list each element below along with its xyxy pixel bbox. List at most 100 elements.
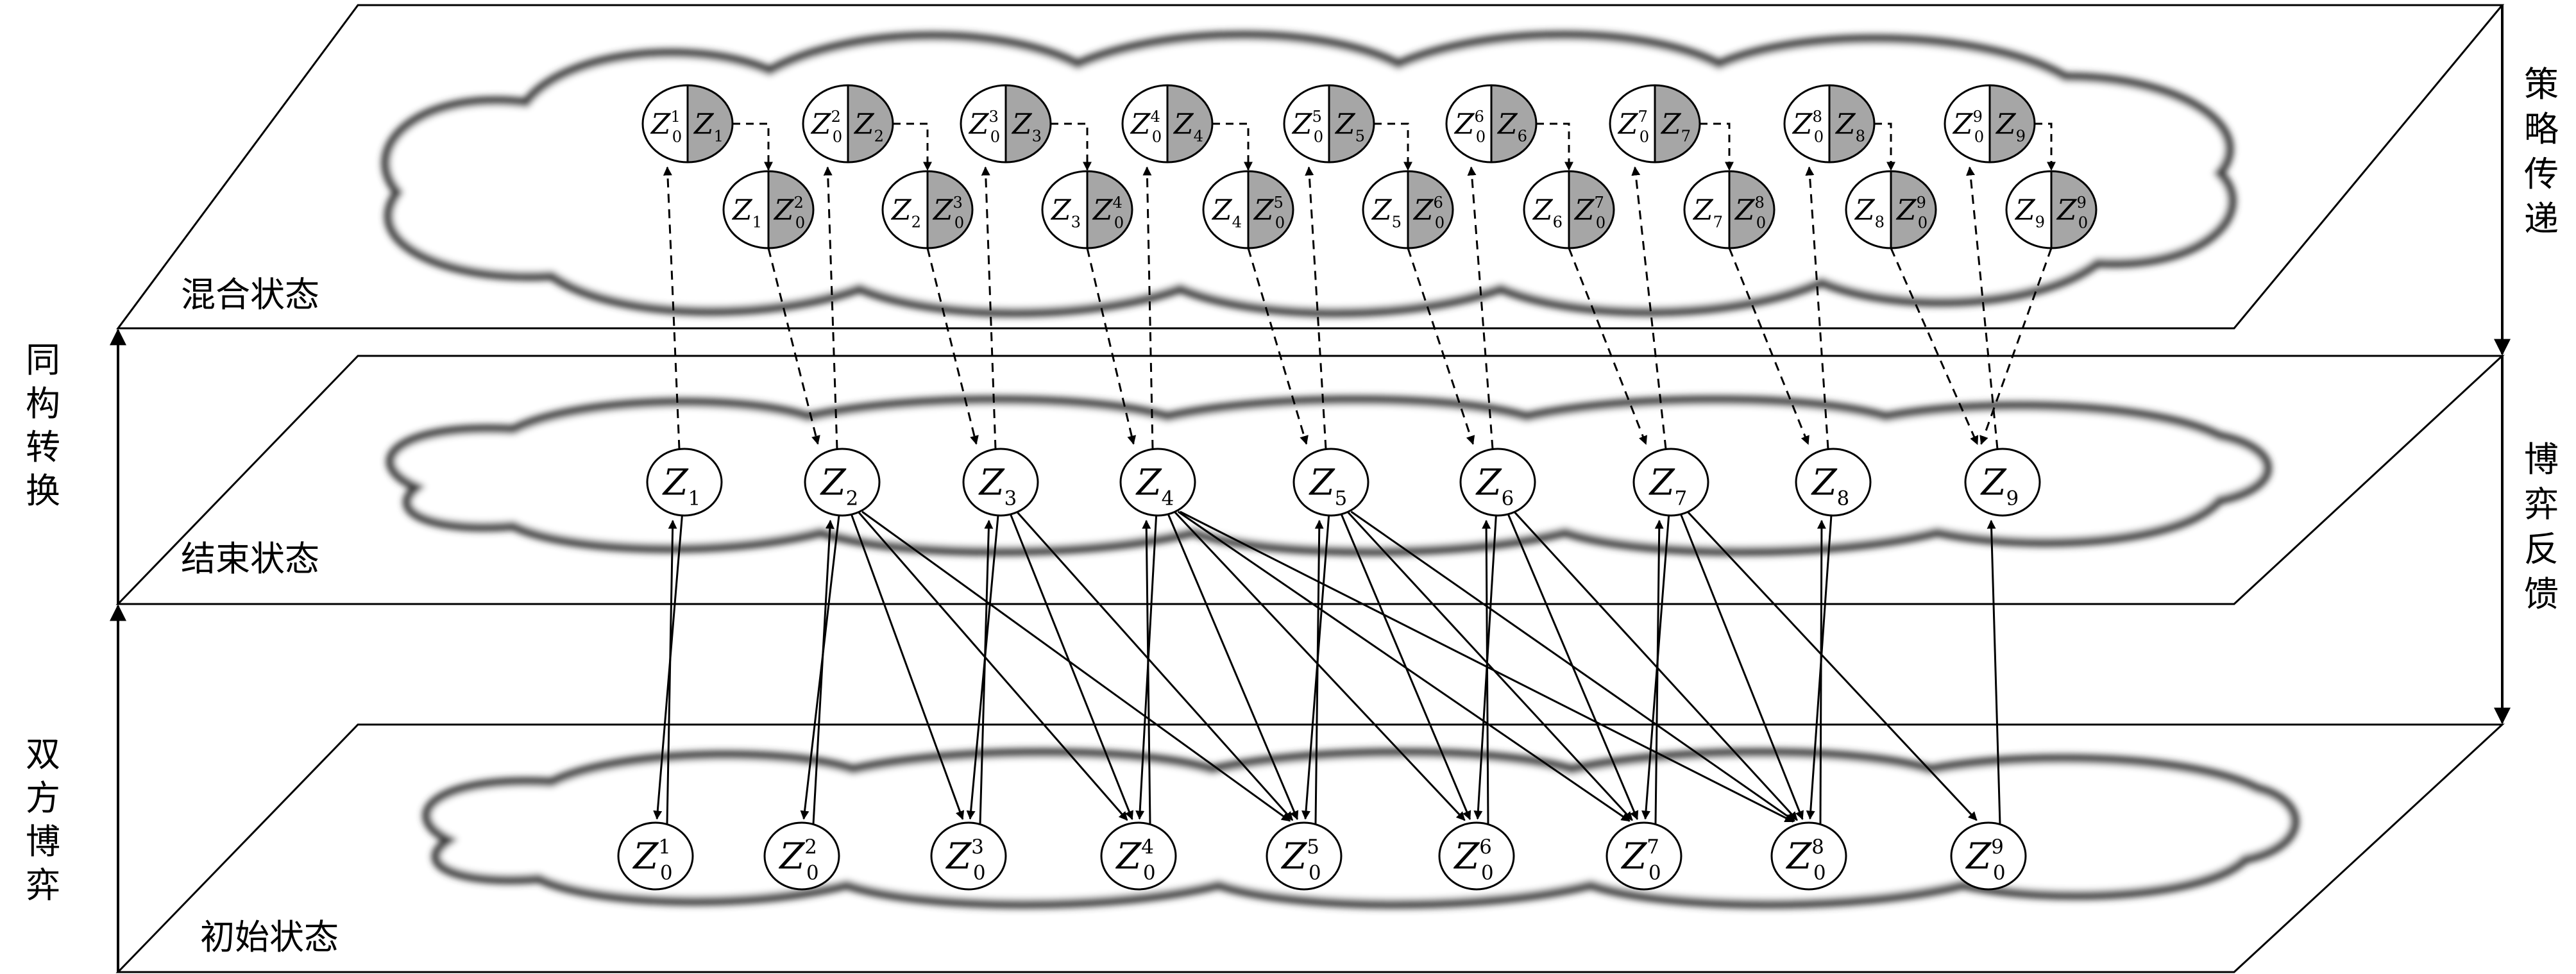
- game-edge: [861, 510, 1291, 822]
- svg-text:Z1: Z1: [693, 108, 724, 145]
- feedback-edge: [1817, 519, 1826, 825]
- transfer-edge-up: [823, 166, 838, 449]
- plane-bottom: [115, 723, 2505, 973]
- svg-text:Z60: Z60: [1412, 194, 1445, 232]
- svg-text:方: 方: [26, 778, 60, 818]
- svg-text:Z80: Z80: [1734, 194, 1766, 232]
- svg-text:Z5: Z5: [1309, 462, 1348, 510]
- svg-text:Z8: Z8: [1835, 108, 1865, 145]
- end-node: Z5: [1292, 448, 1369, 517]
- transfer-edge-up: [981, 166, 997, 449]
- feedback-edge: [666, 519, 677, 825]
- svg-text:Z20: Z20: [810, 108, 842, 146]
- end-node: Z2: [804, 448, 881, 517]
- svg-text:Z30: Z30: [932, 194, 964, 232]
- svg-text:博: 博: [26, 821, 60, 862]
- svg-text:Z4: Z4: [1211, 194, 1242, 231]
- svg-text:略: 略: [2524, 109, 2559, 149]
- svg-text:Z7: Z7: [1648, 462, 1688, 510]
- svg-text:Z9: Z9: [1995, 108, 2026, 145]
- end-node: Z1: [646, 448, 723, 517]
- end-node: Z3: [962, 448, 1039, 517]
- svg-text:Z40: Z40: [1092, 194, 1124, 232]
- transfer-edge-up: [1467, 166, 1494, 449]
- game-edge: [1346, 510, 1633, 821]
- svg-text:Z5: Z5: [1371, 194, 1402, 231]
- planes: [115, 4, 2505, 973]
- end-node: Z6: [1459, 448, 1536, 517]
- transfer-edge-down: [926, 248, 979, 445]
- game-edge: [849, 511, 965, 820]
- transfer-edge-up: [1805, 166, 1829, 449]
- svg-text:递: 递: [2524, 199, 2559, 239]
- pair-connector: [1700, 122, 1734, 171]
- svg-text:Z10: Z10: [632, 835, 672, 884]
- svg-text:传: 传: [2524, 154, 2559, 194]
- transfer-edges: [663, 122, 2056, 449]
- svg-text:Z2: Z2: [890, 194, 921, 231]
- svg-text:Z7: Z7: [1692, 194, 1723, 231]
- pair-connector: [893, 122, 932, 171]
- svg-text:Z3: Z3: [1050, 194, 1081, 231]
- transfer-edge-down: [1086, 248, 1137, 445]
- svg-text:策: 策: [2524, 64, 2559, 105]
- game-edge: [1679, 511, 1804, 820]
- feedback-edge: [979, 519, 994, 825]
- svg-text:Z10: Z10: [650, 108, 682, 146]
- pair-connector: [1874, 122, 1895, 171]
- game-edge: [1173, 510, 1466, 821]
- end-node: Z4: [1119, 448, 1196, 517]
- svg-text:Z50: Z50: [1253, 194, 1285, 232]
- svg-text:馈: 馈: [2524, 574, 2559, 614]
- feedback-edge: [1987, 519, 2001, 825]
- transfer-edge-down: [1979, 248, 2053, 445]
- svg-text:Z40: Z40: [1115, 835, 1155, 884]
- svg-text:反: 反: [2524, 529, 2559, 569]
- svg-text:Z70: Z70: [1573, 194, 1606, 232]
- transfer-edge-down: [767, 248, 820, 445]
- transfer-edge-up: [663, 166, 681, 449]
- svg-text:Z8: Z8: [1811, 462, 1850, 510]
- svg-text:Z90: Z90: [1895, 194, 1928, 232]
- plane-top: [116, 4, 2505, 330]
- svg-text:Z30: Z30: [968, 108, 1000, 146]
- end-node: Z9: [1964, 448, 2041, 517]
- svg-text:Z3: Z3: [1011, 108, 1042, 145]
- pair-connector: [1051, 122, 1092, 171]
- feedback-edge: [812, 519, 835, 825]
- svg-text:Z1: Z1: [731, 194, 762, 231]
- svg-text:Z6: Z6: [1475, 462, 1514, 510]
- svg-text:Z70: Z70: [1617, 108, 1649, 146]
- side-text-right-upper: 策 略 传 递: [2524, 64, 2559, 239]
- game-edge: [1177, 510, 1631, 822]
- side-text-right-lower: 博 弈 反 馈: [2524, 439, 2559, 614]
- transfer-edge-down: [1407, 248, 1475, 445]
- game-edge: [1166, 511, 1299, 820]
- side-text-left-upper: 同 构 转 换: [26, 340, 60, 511]
- transfer-edge-down: [1728, 248, 1809, 445]
- svg-text:Z80: Z80: [1792, 108, 1824, 146]
- cloud-bottom: [422, 748, 2300, 909]
- transfer-edge-up: [1966, 166, 1999, 449]
- end-node: Z7: [1632, 448, 1709, 517]
- game-edge: [1506, 511, 1639, 820]
- svg-text:Z20: Z20: [778, 835, 818, 884]
